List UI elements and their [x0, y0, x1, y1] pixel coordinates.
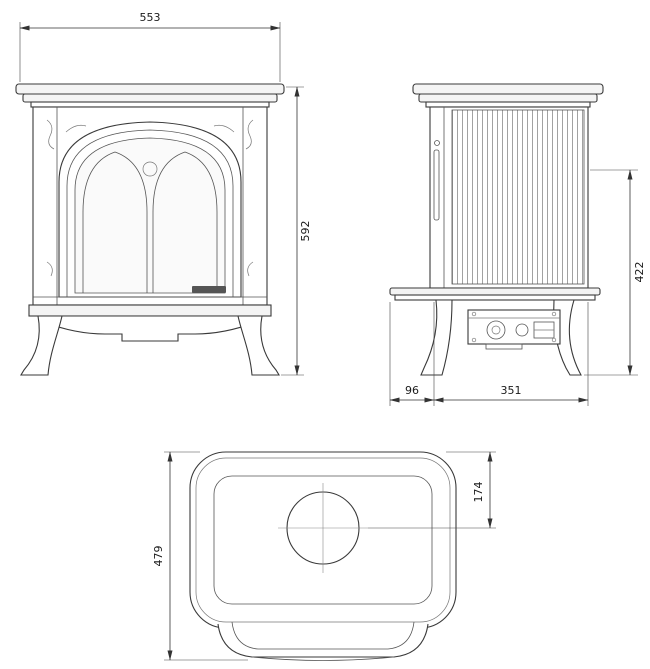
gas-valve-knob: [486, 320, 506, 340]
dim-front-height-label: 592: [299, 221, 312, 242]
front-plinth: [28, 304, 272, 317]
dim-side-depth-label: 351: [501, 384, 522, 397]
dim-side-height-label: 422: [633, 262, 646, 283]
dim-side-depths: 96 351: [389, 302, 589, 406]
dim-top-depth: 479: [152, 451, 248, 661]
dim-top-flue-offset: 174: [368, 451, 496, 529]
front-tracery-right-lancet: [152, 151, 218, 293]
front-door-arch-inner: [66, 129, 234, 297]
front-apron: [43, 315, 257, 342]
top-plate-panel: [213, 475, 433, 605]
side-hearth-base: [394, 294, 596, 301]
front-tracery-left-lancet: [82, 151, 148, 293]
gas-valve-center: [491, 325, 501, 335]
side-top-molding: [418, 93, 598, 103]
front-tracery-roundel: [142, 161, 158, 177]
gas-control-unit: [467, 309, 561, 350]
front-left-leg: [20, 315, 63, 376]
top-front-rail-outer: [217, 623, 429, 658]
front-right-leg: [237, 315, 280, 376]
dim-top-flue-label: 174: [472, 482, 485, 503]
side-fins-panel: [451, 109, 585, 285]
top-plate-step: [195, 457, 451, 623]
dim-front-height: 592: [281, 86, 312, 376]
dim-top-depth-label: 479: [152, 546, 165, 567]
gas-control-knob: [515, 323, 529, 337]
top-front-rail-inner: [231, 621, 415, 650]
side-top-neck: [425, 101, 591, 108]
gas-bracket: [485, 343, 523, 350]
front-door-glass: [74, 137, 226, 294]
side-front-leg: [420, 299, 453, 376]
side-handle-knob: [434, 140, 440, 146]
front-top-plate: [15, 83, 285, 95]
gas-control-box: [467, 309, 561, 345]
front-view: [15, 83, 285, 376]
dim-front-width-label: 553: [140, 11, 161, 24]
front-ornaments: [46, 119, 254, 277]
front-top-molding: [22, 93, 278, 103]
side-top-plate: [412, 83, 604, 95]
side-door-handle: [433, 149, 440, 221]
top-front-rail-lip: [251, 656, 395, 661]
dim-side-hearth-label: 96: [405, 384, 419, 397]
front-brand-badge: [192, 286, 226, 293]
front-top-neck: [30, 101, 270, 108]
side-view: [389, 83, 604, 376]
top-view: [189, 451, 457, 661]
dim-front-width: 553: [19, 11, 281, 82]
dim-side-height: 422: [584, 169, 646, 376]
side-hearth-top: [389, 287, 601, 296]
